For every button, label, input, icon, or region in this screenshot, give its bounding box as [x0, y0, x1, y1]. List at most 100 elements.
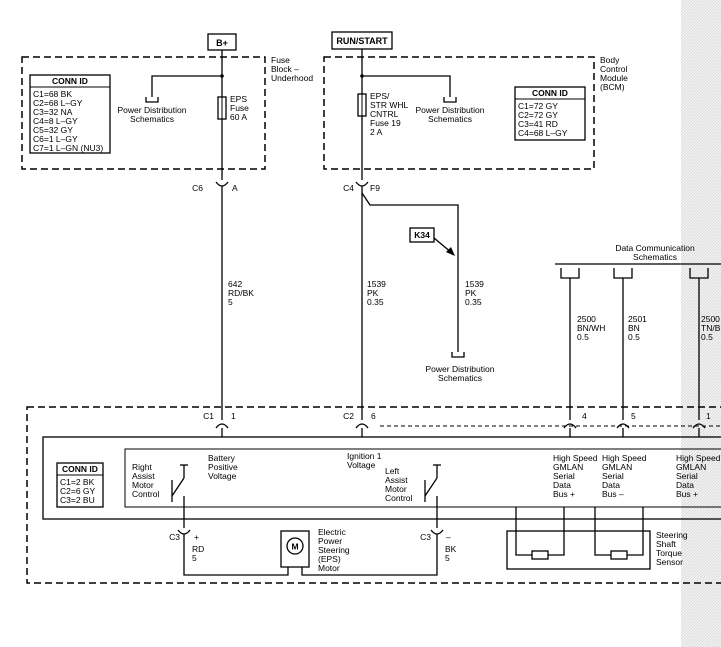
- wire-2500-label: 2500 BN/WH 0.5: [577, 314, 605, 342]
- svg-text:TN/B: TN/B: [701, 323, 721, 333]
- fuse-block-underhood: Fuse Block – Underhood CONN ID C1=68 BK …: [21, 55, 313, 180]
- svg-text:PK: PK: [367, 288, 379, 298]
- b-plus-source: B+: [207, 33, 237, 76]
- svg-text:0.35: 0.35: [367, 297, 384, 307]
- torque-sensor-label: Steering Shaft Torque Sensor: [656, 530, 688, 567]
- svg-text:Assist: Assist: [132, 471, 155, 481]
- svg-text:0.5: 0.5: [577, 332, 589, 342]
- pin-label: A: [232, 183, 238, 193]
- right-assist-motor-control-label: Right Assist Motor Control: [132, 462, 160, 499]
- svg-text:Steering: Steering: [656, 530, 688, 540]
- left-assist-switch-symbol: [424, 464, 441, 528]
- svg-text:6: 6: [371, 411, 376, 421]
- svg-text:RD/BK: RD/BK: [228, 288, 254, 298]
- connector-c2: C2 6: [343, 411, 376, 437]
- wire-rd-label: RD: [192, 544, 204, 554]
- svg-text:(EPS): (EPS): [318, 554, 341, 564]
- gmlan-bus-plus-label: High Speed GMLAN Serial Data Bus +: [553, 453, 598, 499]
- wire-642-label: 642 RD/BK 5: [228, 279, 254, 307]
- gmlan-bus-plus-2-label: High Speed GMLAN Serial Data Bus +: [676, 453, 721, 499]
- wire-bk-label: 5: [445, 553, 450, 563]
- steering-shaft-torque-sensor: [506, 507, 651, 570]
- svg-text:Electric: Electric: [318, 527, 347, 537]
- svg-text:GMLAN: GMLAN: [602, 462, 632, 472]
- svg-text:Control: Control: [385, 493, 413, 503]
- b-plus-label: B+: [216, 38, 228, 48]
- body-control-module: Body Control Module (BCM) CONN ID C1=72 …: [323, 55, 628, 180]
- conn-row: C1=72 GY: [518, 101, 558, 111]
- svg-text:Ignition 1: Ignition 1: [347, 451, 382, 461]
- fuse-label: EPS: [230, 94, 247, 104]
- svg-text:Sensor: Sensor: [656, 557, 683, 567]
- connector-label: C4: [343, 183, 354, 193]
- conn-row: C6=1 L–GY: [33, 134, 78, 144]
- wire-2500b-label: 2500 TN/B 0.5: [701, 314, 721, 342]
- svg-text:5: 5: [228, 297, 233, 307]
- svg-text:Serial: Serial: [553, 471, 575, 481]
- fuse-label: Fuse 19: [370, 118, 401, 128]
- gmlan-bus-minus-label: High Speed GMLAN Serial Data Bus –: [602, 453, 647, 499]
- svg-text:C3: C3: [169, 532, 180, 542]
- connector-c1: C1 1: [203, 411, 236, 437]
- svg-text:GMLAN: GMLAN: [676, 462, 706, 472]
- ignition-voltage-label: Ignition 1 Voltage: [347, 451, 382, 470]
- svg-text:GMLAN: GMLAN: [553, 462, 583, 472]
- dcs-label: Schematics: [633, 252, 677, 262]
- conn-row: C7=1 L–GN (NU3): [33, 143, 103, 153]
- dcs-label: Data Communication: [615, 243, 695, 253]
- pds-ref-label: Power Distribution: [118, 105, 187, 115]
- fuse-label: 60 A: [230, 112, 247, 122]
- pds-ref-label: Schematics: [428, 114, 472, 124]
- run-start-label: RUN/START: [336, 36, 388, 46]
- svg-text:Data: Data: [676, 480, 694, 490]
- svg-text:Control: Control: [132, 489, 160, 499]
- svg-text:Serial: Serial: [602, 471, 624, 481]
- svg-text:Data: Data: [553, 480, 571, 490]
- svg-text:5: 5: [631, 411, 636, 421]
- conn-row: C3=32 NA: [33, 107, 73, 117]
- svg-text:Motor: Motor: [385, 484, 407, 494]
- svg-text:C1: C1: [203, 411, 214, 421]
- bcm-title: (BCM): [600, 82, 625, 92]
- conn-row: C2=68 L–GY: [33, 98, 83, 108]
- right-assist-switch-symbol: [171, 464, 188, 528]
- svg-text:Motor: Motor: [132, 480, 154, 490]
- svg-text:Motor: Motor: [318, 563, 340, 573]
- page-margin-hatch: [681, 0, 721, 647]
- bcm-title: Control: [600, 64, 628, 74]
- svg-text:Data: Data: [602, 480, 620, 490]
- battery-positive-voltage-label: Battery Positive Voltage: [208, 453, 238, 481]
- svg-text:High Speed: High Speed: [676, 453, 721, 463]
- bcm-title: Module: [600, 73, 628, 83]
- svg-text:Voltage: Voltage: [208, 471, 237, 481]
- svg-text:C3: C3: [420, 532, 431, 542]
- svg-text:Bus +: Bus +: [553, 489, 575, 499]
- fuse-label: Fuse: [230, 103, 249, 113]
- svg-text:–: –: [446, 532, 451, 542]
- svg-text:2500: 2500: [577, 314, 596, 324]
- pds-bottom-label: Power Distribution: [426, 364, 495, 374]
- svg-text:1: 1: [231, 411, 236, 421]
- svg-text:Steering: Steering: [318, 545, 350, 555]
- svg-text:BN/WH: BN/WH: [577, 323, 605, 333]
- eps-conn-id-table: CONN ID C1=2 BK C2=6 GY C3=2 BU: [56, 462, 104, 508]
- eps-motor: M: [280, 530, 310, 568]
- svg-text:PK: PK: [465, 288, 477, 298]
- fuse-block-title-2: Block –: [271, 64, 299, 74]
- svg-text:Battery: Battery: [208, 453, 236, 463]
- wire-bk-label: BK: [445, 544, 457, 554]
- connector-pin-1: 1: [692, 411, 711, 437]
- connector-label: C6: [192, 183, 203, 193]
- svg-text:CONN ID: CONN ID: [62, 464, 98, 474]
- svg-text:Voltage: Voltage: [347, 460, 376, 470]
- pds-ref-label: Schematics: [130, 114, 174, 124]
- wire-1539-branch-label: 1539 PK 0.35: [465, 279, 484, 307]
- splice-tag-k34: K34: [409, 227, 455, 256]
- fuse-block-title-3: Underhood: [271, 73, 313, 83]
- connector-c3-positive: C3 + RD 5: [169, 529, 204, 563]
- eps-assembly-dashed-outline: [26, 406, 721, 584]
- svg-text:Bus –: Bus –: [602, 489, 624, 499]
- conn-row: C1=2 BK: [60, 477, 95, 487]
- svg-text:Left: Left: [385, 466, 400, 476]
